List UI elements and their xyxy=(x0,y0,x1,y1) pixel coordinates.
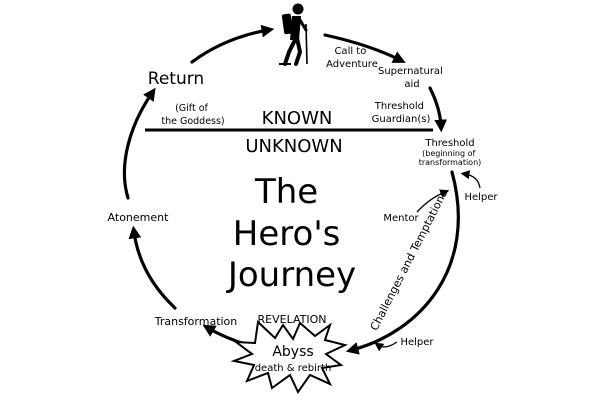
supernatural-aid-label: Supernatural aid xyxy=(378,66,446,90)
arc-hero-to-aid xyxy=(323,33,406,63)
call-to-adventure-label: Call to Adventure xyxy=(326,46,378,70)
arc-atonement-to-return xyxy=(122,87,156,200)
arc-return-to-hero xyxy=(190,24,275,64)
helper-upper-arrow xyxy=(460,170,481,189)
threshold-guardians-label: Threshold Guardian(s) xyxy=(372,101,431,125)
page-title: The Hero's Journey xyxy=(226,172,356,295)
helper-upper-label: Helper xyxy=(464,192,498,203)
starburst-icon xyxy=(230,319,348,394)
challenges-label: Challenges and Temptations xyxy=(368,188,450,333)
return-label: Return xyxy=(148,69,204,89)
arc-challenges-to-abyss xyxy=(345,170,460,355)
revelation-label: REVELATION xyxy=(258,313,327,326)
threshold-subtitle: (beginning of transformation) xyxy=(419,149,482,167)
arc-aid-to-threshold xyxy=(428,86,448,133)
hiker-icon xyxy=(279,3,308,66)
arc-transformation-to-atonement xyxy=(128,225,177,310)
known-label: KNOWN xyxy=(262,108,333,129)
gift-label: (Gift of the Goddess) xyxy=(161,103,224,127)
mentor-label: Mentor xyxy=(383,213,419,224)
abyss-subtitle: death & rebirth xyxy=(255,363,332,374)
helper-lower-label: Helper xyxy=(400,337,434,348)
helper-lower-arrow xyxy=(374,341,398,352)
atonement-label: Atonement xyxy=(108,211,170,224)
mentor-arrow xyxy=(416,189,450,213)
abyss-title: Abyss xyxy=(272,344,313,360)
threshold-title: Threshold xyxy=(424,138,474,149)
transformation-label: Transformation xyxy=(154,315,238,328)
unknown-label: UNKNOWN xyxy=(245,136,342,157)
